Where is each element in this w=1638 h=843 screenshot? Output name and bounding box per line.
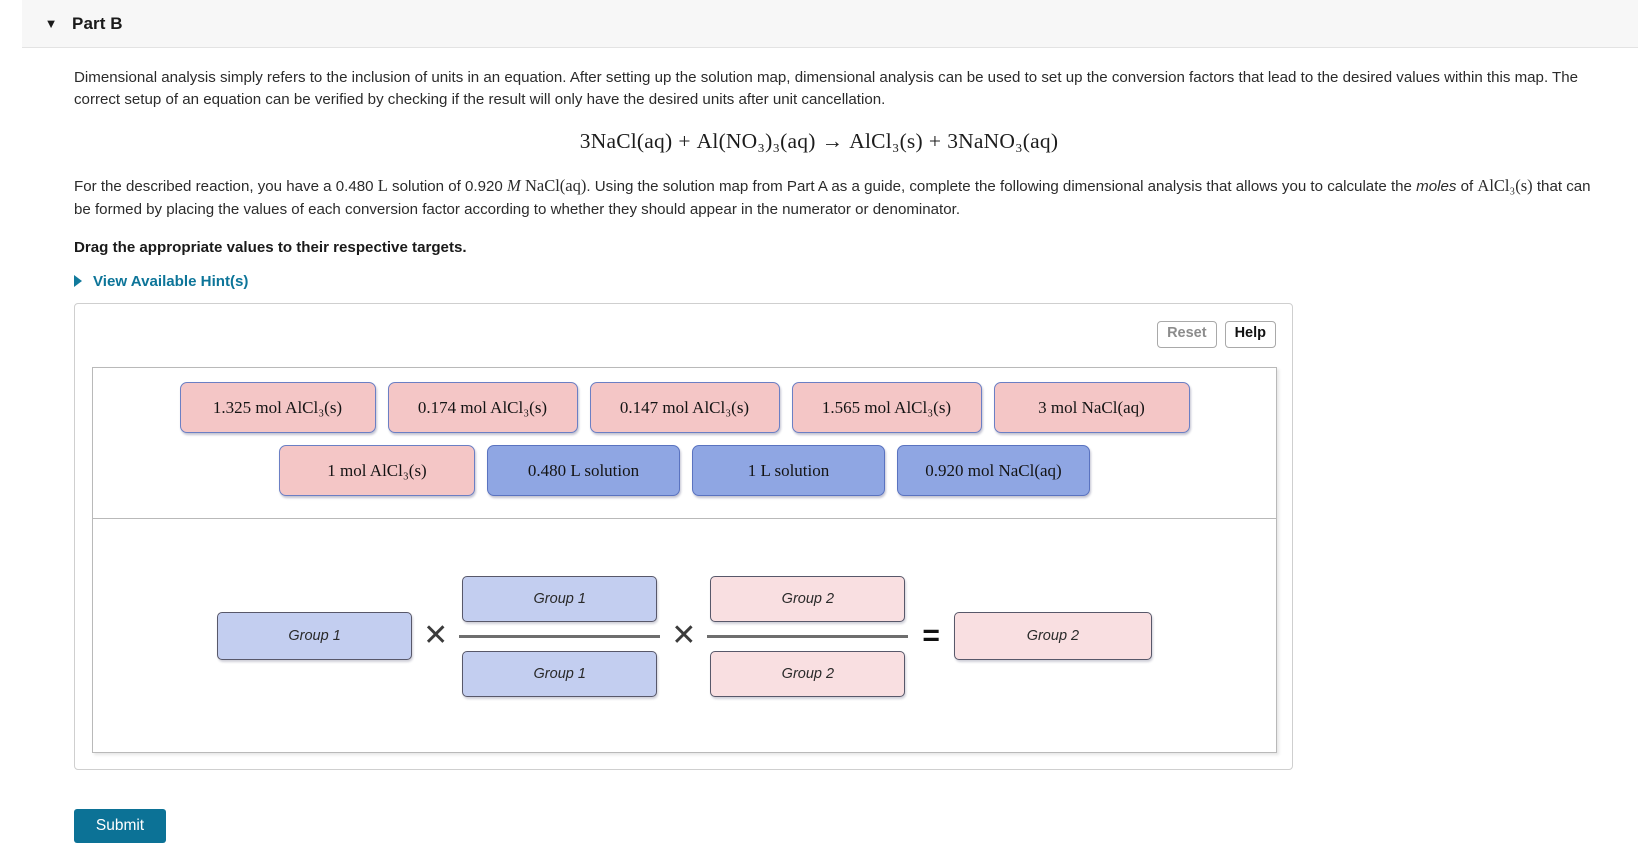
drag-instruction: Drag the appropriate values to their res… xyxy=(74,238,467,256)
drop-target-denominator-2[interactable]: Group 2 xyxy=(710,650,906,697)
reset-button[interactable]: Reset xyxy=(1157,321,1217,348)
equation-term-5: AlCl₃(s) xyxy=(849,129,923,154)
equation-term-1: 3NaCl(aq) xyxy=(579,129,673,154)
draggable-tile[interactable]: 0.920 mol NaCl(aq) xyxy=(897,445,1090,496)
fraction-bar xyxy=(707,634,909,638)
target-area: Group 1 ✕ Group 1 Group 1 ✕ Group 2 Grou… xyxy=(93,519,1276,753)
fraction-bar xyxy=(459,634,661,638)
draggable-tile[interactable]: 3 mol NaCl(aq) xyxy=(993,382,1190,433)
part-header: ▼ Part B xyxy=(22,0,1638,48)
drop-target-result[interactable]: Group 2 xyxy=(953,612,1152,660)
equation-term-2: + xyxy=(678,129,691,154)
prompt-emphasis: moles xyxy=(1416,178,1457,196)
prompt-product: AlCl₃(s) xyxy=(1477,176,1533,196)
collapse-caret-icon[interactable]: ▼ xyxy=(44,16,58,31)
panel-toolbar: Reset Help xyxy=(1157,321,1276,348)
equation-term-3: Al(NO₃)₃(aq) xyxy=(696,129,816,154)
equation-term-7: 3NaNO₃(aq) xyxy=(947,129,1059,154)
view-hints-toggle[interactable]: View Available Hint(s) xyxy=(0,256,248,290)
dimensional-analysis-expression: Group 1 ✕ Group 1 Group 1 ✕ Group 2 Grou… xyxy=(93,519,1276,753)
draggable-tile[interactable]: 1 L solution xyxy=(692,445,885,496)
draggable-tile[interactable]: 0.174 mol AlCl₃(s) xyxy=(387,382,578,433)
drop-target-denominator-1[interactable]: Group 1 xyxy=(462,650,658,697)
tile-bank: 1.325 mol AlCl₃(s) 0.174 mol AlCl₃(s) 0.… xyxy=(93,368,1276,519)
prompt-paragraph: For the described reaction, you have a 0… xyxy=(0,158,1638,220)
multiply-icon: ✕ xyxy=(671,619,697,652)
intro-paragraph: Dimensional analysis simply refers to th… xyxy=(74,69,1579,109)
prompt-seg-4: of xyxy=(1456,178,1478,196)
prompt-seg-2: solution of 0.920 xyxy=(387,178,508,196)
content-area: Dimensional analysis simply refers to th… xyxy=(0,47,1638,290)
prompt-seg-1: For the described reaction, you have a 0… xyxy=(74,178,378,196)
conversion-factor-2: Group 2 Group 2 xyxy=(707,575,909,697)
drag-drop-board: 1.325 mol AlCl₃(s) 0.174 mol AlCl₃(s) 0.… xyxy=(92,367,1277,753)
prompt-seg-5: that can be formed by placing the values… xyxy=(74,178,1591,218)
page-title: Part B xyxy=(72,13,123,33)
tile-bank-row-2: 1 mol AlCl₃(s) 0.480 L solution 1 L solu… xyxy=(93,433,1276,496)
drop-target-numerator-1[interactable]: Group 1 xyxy=(462,575,658,622)
equation-term-6: + xyxy=(928,129,942,154)
prompt-species: NaCl(aq) xyxy=(524,176,587,196)
answer-panel: Reset Help 1.325 mol AlCl₃(s) 0.174 mol … xyxy=(74,303,1293,770)
draggable-tile[interactable]: 1 mol AlCl₃(s) xyxy=(279,445,475,496)
chemical-equation: 3NaCl(aq)+Al(NO₃)₃(aq)→AlCl₃(s)+3NaNO₃(a… xyxy=(0,111,1638,158)
draggable-tile[interactable]: 0.147 mol AlCl₃(s) xyxy=(589,382,780,433)
multiply-icon: ✕ xyxy=(423,619,449,652)
prompt-seg-3: . Using the solution map from Part A as … xyxy=(586,178,1417,196)
draggable-tile[interactable]: 1.325 mol AlCl₃(s) xyxy=(179,382,376,433)
help-button[interactable]: Help xyxy=(1224,321,1276,348)
conversion-factor-1: Group 1 Group 1 xyxy=(459,575,661,697)
draggable-tile[interactable]: 1.565 mol AlCl₃(s) xyxy=(791,382,982,433)
draggable-tile[interactable]: 0.480 L solution xyxy=(487,445,680,496)
equals-icon: = xyxy=(922,619,940,652)
tile-bank-row-1: 1.325 mol AlCl₃(s) 0.174 mol AlCl₃(s) 0.… xyxy=(93,368,1276,433)
submit-button[interactable]: Submit xyxy=(74,809,166,843)
hint-label: View Available Hint(s) xyxy=(93,272,249,290)
drop-target-first[interactable]: Group 1 xyxy=(217,612,413,660)
prompt-molarity-symbol: M xyxy=(507,176,521,196)
drop-target-numerator-2[interactable]: Group 2 xyxy=(710,575,906,622)
equation-term-4: → xyxy=(821,129,844,154)
prompt-volume-unit: L xyxy=(377,176,388,196)
hint-caret-icon xyxy=(74,275,82,288)
